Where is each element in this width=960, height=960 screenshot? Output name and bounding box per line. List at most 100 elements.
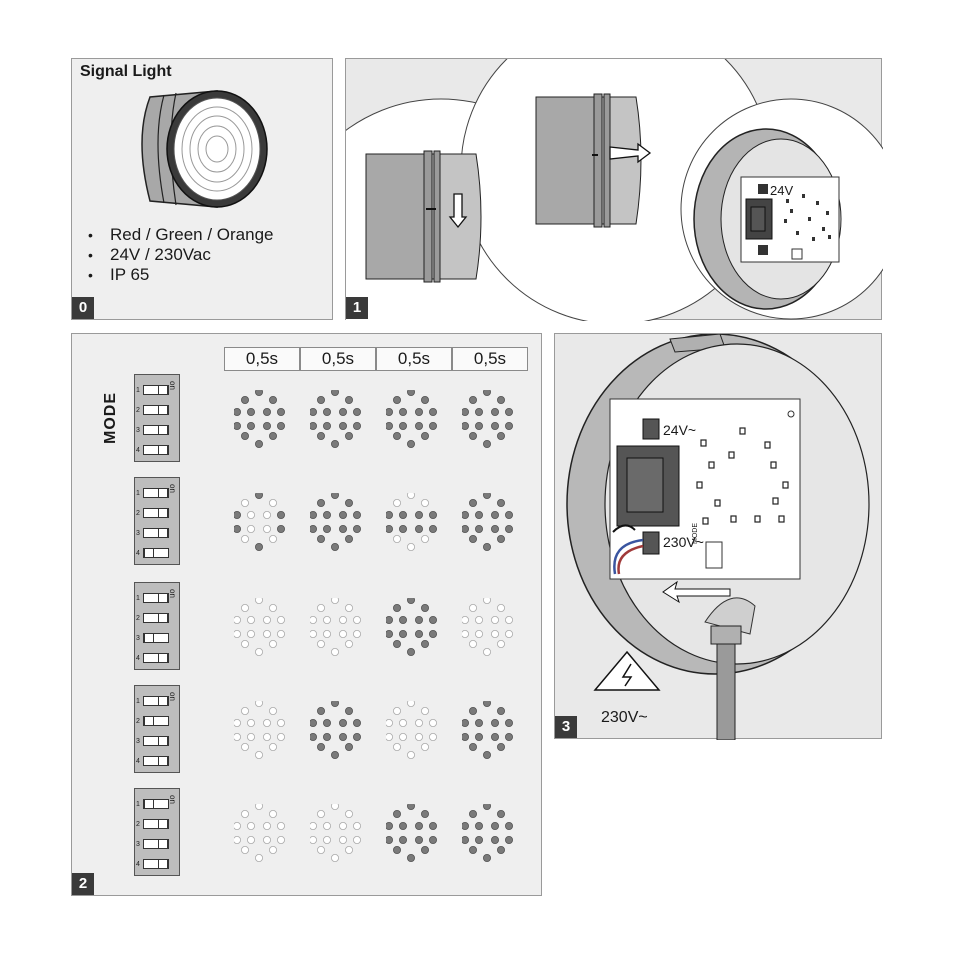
led-dot <box>317 396 325 404</box>
dip-number: 4 <box>136 447 140 454</box>
led-dot <box>241 810 249 818</box>
terminal-230v-label: 230V~ <box>663 534 704 550</box>
led-dot <box>246 821 255 830</box>
dip-switch-knob <box>158 386 168 394</box>
led-dot <box>386 733 393 741</box>
dip-switch-knob <box>158 509 168 517</box>
led-dot <box>345 707 354 715</box>
led-dot <box>246 615 255 624</box>
led-dot <box>330 543 339 552</box>
led-dot <box>262 821 271 830</box>
led-dot <box>407 493 415 499</box>
led-dot <box>398 630 407 639</box>
dip-number: 1 <box>136 801 140 808</box>
led-dot <box>429 733 438 742</box>
led-dot <box>262 615 271 624</box>
led-dot <box>490 836 499 845</box>
led-dot <box>331 804 339 810</box>
pull-arrow-icon <box>609 142 652 164</box>
dip-switch <box>143 839 169 849</box>
led-dot <box>421 499 430 507</box>
led-dot <box>246 407 255 416</box>
led-dot <box>483 598 491 604</box>
led-dot <box>277 836 286 845</box>
led-dot <box>462 422 469 430</box>
led-dot <box>269 640 278 649</box>
dip-switch-knob <box>158 820 168 828</box>
led-dot <box>406 440 415 449</box>
led-dot <box>255 390 263 396</box>
led-dot <box>482 648 491 657</box>
led-dot <box>255 804 263 810</box>
led-dot <box>246 510 255 519</box>
dip-switch-knob <box>144 800 154 808</box>
led-dot <box>241 396 249 404</box>
led-dot <box>469 707 477 715</box>
led-dot <box>483 493 491 499</box>
led-dot <box>262 718 271 727</box>
led-dot <box>322 510 331 519</box>
led-dot <box>505 525 514 534</box>
led-dot <box>393 707 401 715</box>
led-dot <box>429 836 438 845</box>
dip-on-label: on <box>168 484 177 493</box>
led-dot <box>469 499 477 507</box>
led-pattern-frame <box>234 493 286 552</box>
led-dot <box>407 598 415 604</box>
led-dot <box>505 821 514 830</box>
led-dot <box>322 407 331 416</box>
dip-switch-knob <box>158 737 168 745</box>
dip-on-label: on <box>168 381 177 390</box>
dip-number: 1 <box>136 595 140 602</box>
led-dot <box>338 733 347 742</box>
led-dot <box>317 640 325 649</box>
dip-switch-block: on 1 2 3 4 <box>134 374 180 462</box>
dip-number: 3 <box>136 738 140 745</box>
signal-light-illustration <box>141 90 268 208</box>
mode-label: MODE <box>102 392 119 444</box>
led-dot <box>241 846 249 855</box>
dip-number: 4 <box>136 550 140 557</box>
led-dot <box>330 440 339 449</box>
led-dot <box>497 743 506 752</box>
led-dot <box>262 525 271 534</box>
led-dot <box>345 396 354 404</box>
led-dot <box>414 821 423 830</box>
led-dot <box>497 810 506 818</box>
dip-number: 3 <box>136 530 140 537</box>
led-dot <box>353 718 362 727</box>
led-dot <box>241 743 249 752</box>
led-dot <box>429 525 438 534</box>
led-pattern-frame <box>386 804 438 863</box>
led-dot <box>353 510 362 519</box>
led-dot <box>269 810 278 818</box>
led-dot <box>497 499 506 507</box>
dip-number: 3 <box>136 841 140 848</box>
led-dot <box>421 846 430 855</box>
led-dot <box>353 821 362 830</box>
led-dot <box>462 525 469 533</box>
dip-number: 1 <box>136 387 140 394</box>
dip-switch <box>143 756 169 766</box>
led-dot <box>469 640 477 649</box>
led-pattern-frame <box>234 701 286 760</box>
led-dot <box>246 718 255 727</box>
dip-switch-knob <box>158 654 168 662</box>
led-dot <box>462 822 469 830</box>
led-dot <box>386 422 393 430</box>
led-dot <box>429 510 438 519</box>
led-dot <box>474 733 483 742</box>
feature-item: Red / Green / Orange <box>88 225 273 245</box>
dip-switch <box>143 819 169 829</box>
led-dot <box>246 525 255 534</box>
led-dot <box>331 493 339 499</box>
led-dot <box>330 854 339 863</box>
led-dot <box>241 707 249 715</box>
led-dot <box>277 718 286 727</box>
dip-number: 2 <box>136 407 140 414</box>
led-dot <box>269 743 278 752</box>
led-dot <box>234 422 241 430</box>
led-dot <box>414 422 423 431</box>
dip-number: 3 <box>136 427 140 434</box>
